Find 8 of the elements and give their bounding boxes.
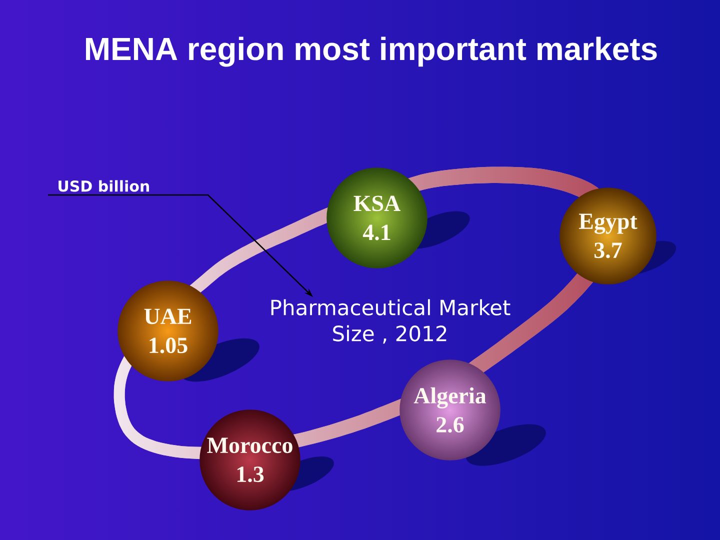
market-bubble: UAE 1.05 bbox=[118, 280, 218, 382]
market-bubble: Algeria 2.6 bbox=[400, 360, 500, 460]
market-bubble: Egypt 3.7 bbox=[560, 188, 656, 284]
market-bubble: Morocco 1.3 bbox=[200, 410, 300, 510]
title: MENA region most important markets bbox=[86, 36, 657, 67]
unit-label: USD billion bbox=[58, 180, 149, 192]
center-caption: Pharmaceutical Market Size , 2012 bbox=[271, 299, 510, 344]
market-bubble: KSA 4.1 bbox=[326, 168, 428, 268]
